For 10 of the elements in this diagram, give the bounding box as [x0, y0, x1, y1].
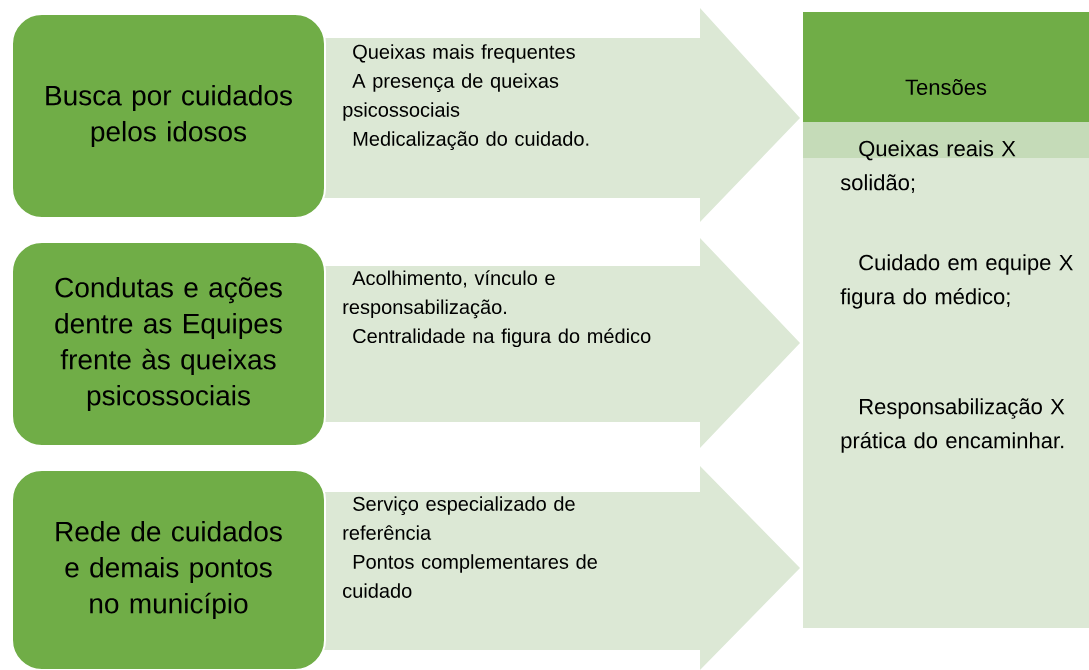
panel-text: Responsabilização X prática do encaminhar. [841, 398, 1065, 453]
rounded-box: Condutas e ações dentre as Equipes frente às queixas psicossociais [11, 241, 326, 447]
rounded-box: Rede de cuidados e demais pontos no município [11, 469, 326, 670]
rounded-box: Busca por cuidados pelos idosos [11, 13, 326, 219]
panel-header: Tensões [803, 12, 1089, 122]
list-text: Serviço especializado de referência Pontos complementares de cuidado [343, 496, 597, 598]
panel-text: Queixas reais X solidão; [840, 140, 1016, 193]
list-text: Acolhimento, vínculo e responsabilização. Centralidade na figura do médico [343, 270, 651, 348]
list-text: Queixas mais frequentes A presença de queixas psicossociais Medicalização do cuidado. [343, 44, 589, 150]
panel-text: Cuidado em equipe X figura do médico; [840, 254, 1073, 309]
